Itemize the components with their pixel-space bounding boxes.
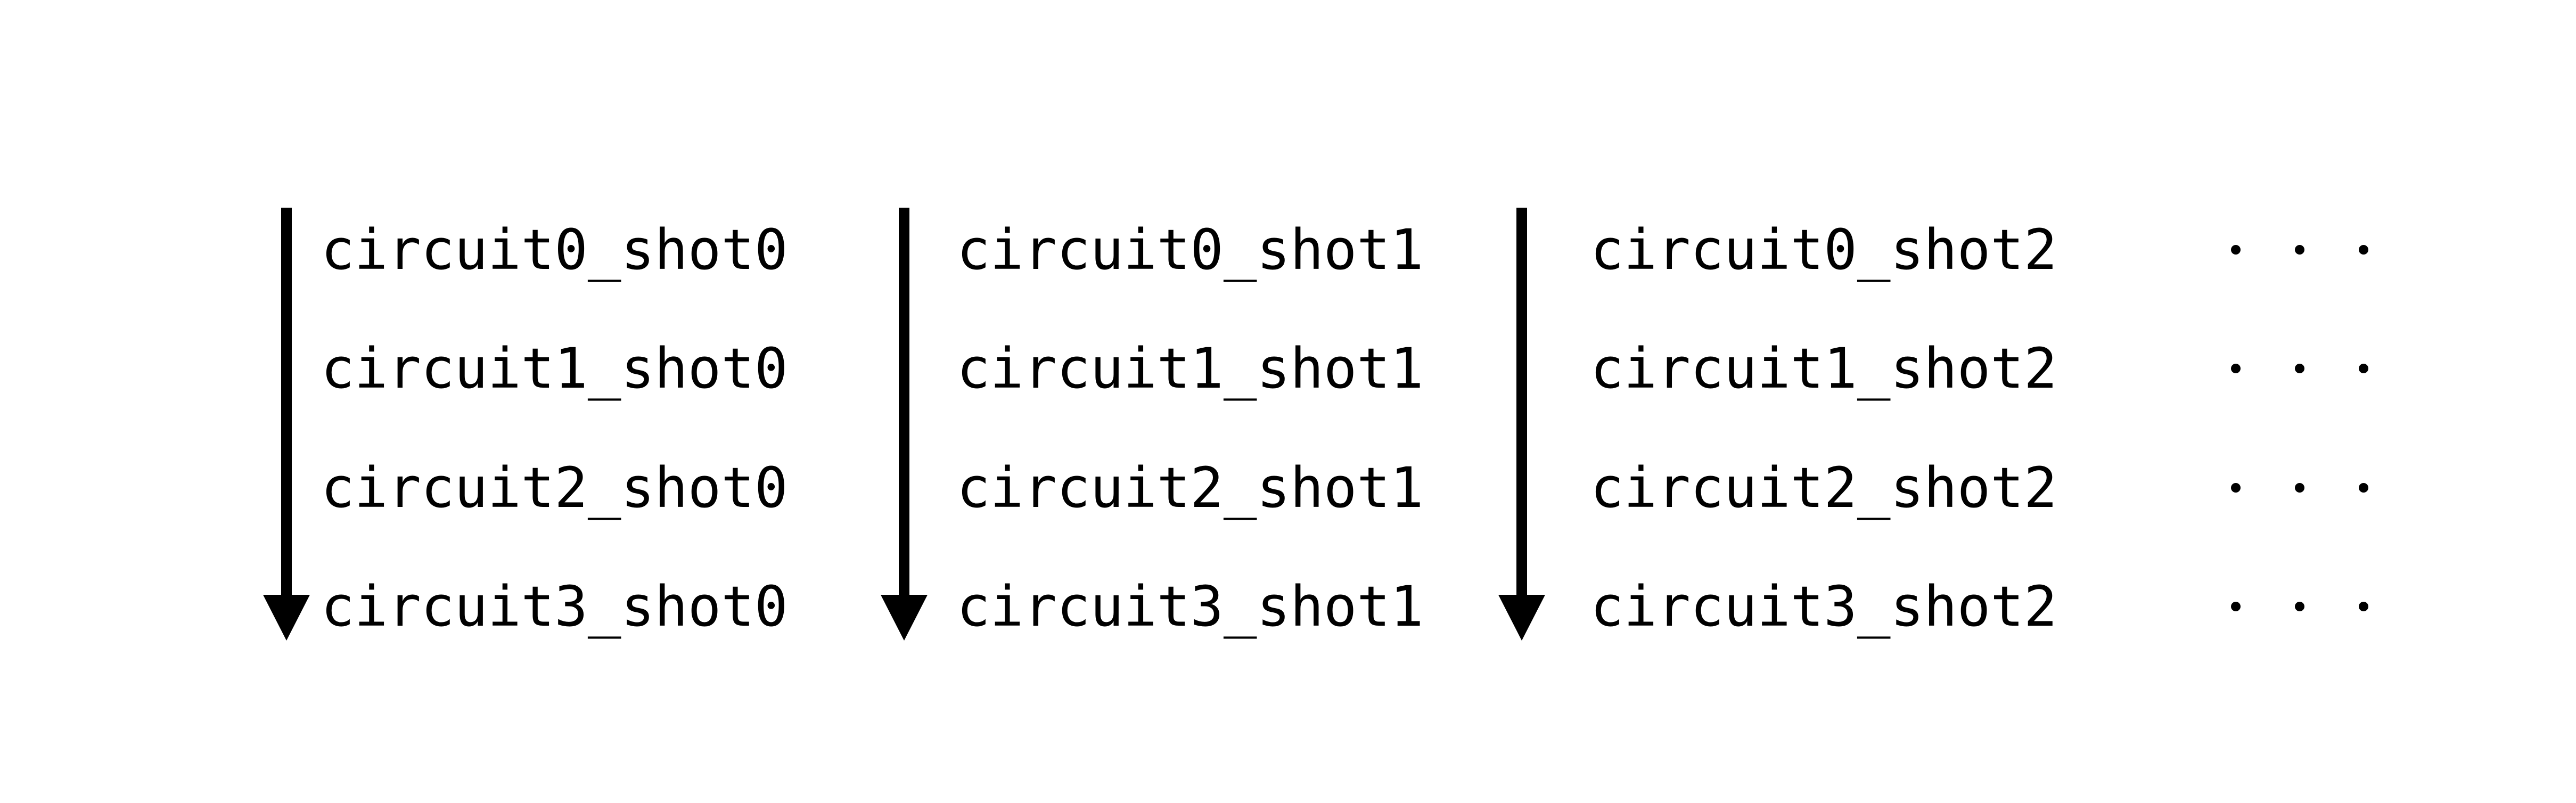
ellipsis-dot-icon xyxy=(2359,483,2368,493)
ellipsis-dot-icon xyxy=(2295,483,2304,493)
circuit-shot-label: circuit0_shot1 xyxy=(957,217,1424,282)
circuit-shot-label: circuit2_shot2 xyxy=(1590,455,2057,520)
ellipsis-row xyxy=(2231,602,2368,611)
ellipsis-dot-icon xyxy=(2231,602,2241,611)
down-arrow-icon xyxy=(263,208,310,641)
ellipsis-dot-icon xyxy=(2295,602,2304,611)
circuit-shot-label: circuit3_shot2 xyxy=(1590,574,2057,639)
shot-column-0: circuit0_shot0 circuit1_shot0 circuit2_s… xyxy=(263,208,788,644)
circuit-shot-label: circuit3_shot0 xyxy=(321,574,788,639)
circuit-shot-label: circuit2_shot0 xyxy=(321,455,788,520)
down-arrow-icon xyxy=(1498,208,1545,641)
circuit-shot-label: circuit0_shot0 xyxy=(321,217,788,282)
circuit-shot-label: circuit1_shot1 xyxy=(957,336,1424,401)
down-arrow-icon xyxy=(881,208,928,641)
ellipsis-row xyxy=(2231,245,2368,255)
ellipsis-dot-icon xyxy=(2231,483,2241,493)
circuit-shot-label: circuit1_shot0 xyxy=(321,336,788,401)
ellipsis-dot-icon xyxy=(2295,245,2304,255)
circuit-shot-label: circuit2_shot1 xyxy=(957,455,1424,520)
ellipsis-dot-icon xyxy=(2231,245,2241,255)
ellipsis-dot-icon xyxy=(2359,602,2368,611)
shot-column-1: circuit0_shot1 circuit1_shot1 circuit2_s… xyxy=(881,208,1424,644)
circuit-shot-label: circuit1_shot2 xyxy=(1590,336,2057,401)
ellipsis-dot-icon xyxy=(2231,364,2241,373)
ellipsis-dot-icon xyxy=(2295,364,2304,373)
ellipsis-row xyxy=(2231,364,2368,373)
ellipsis-dot-icon xyxy=(2359,245,2368,255)
circuit-shot-label: circuit0_shot2 xyxy=(1590,217,2057,282)
ellipsis-row xyxy=(2231,483,2368,493)
circuit-shot-label: circuit3_shot1 xyxy=(957,574,1424,639)
ellipsis-dot-icon xyxy=(2359,364,2368,373)
shot-column-2: circuit0_shot2 circuit1_shot2 circuit2_s… xyxy=(1498,208,2057,644)
